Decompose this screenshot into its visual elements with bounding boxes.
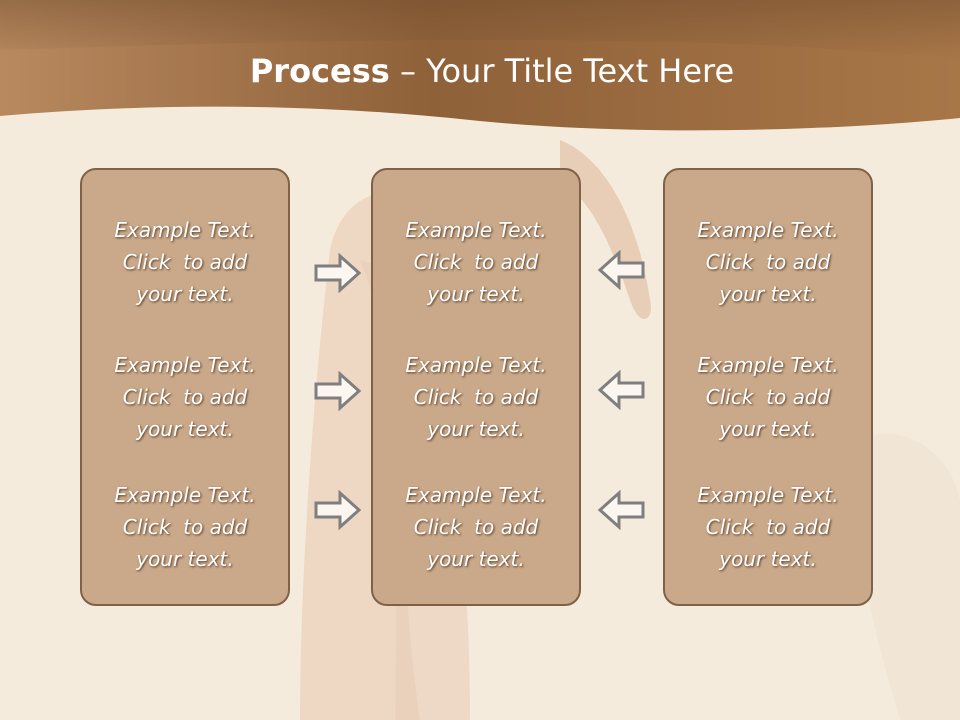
- right-arrow-icon[interactable]: [314, 253, 362, 293]
- process-box-right[interactable]: Example Text. Click to add your text. Ex…: [663, 168, 873, 606]
- slide-title[interactable]: Process – Your Title Text Here: [0, 52, 960, 90]
- process-box-left[interactable]: Example Text. Click to add your text. Ex…: [80, 168, 290, 606]
- text-placeholder[interactable]: Example Text. Click to add your text.: [697, 218, 839, 306]
- text-placeholder[interactable]: Example Text. Click to add your text.: [114, 353, 256, 441]
- right-arrow-icon[interactable]: [314, 490, 362, 530]
- text-placeholder[interactable]: Example Text. Click to add your text.: [405, 218, 547, 306]
- text-placeholder[interactable]: Example Text. Click to add your text.: [114, 483, 256, 571]
- text-placeholder[interactable]: Example Text. Click to add your text.: [114, 218, 256, 306]
- text-placeholder[interactable]: Example Text. Click to add your text.: [697, 483, 839, 571]
- right-arrow-icon[interactable]: [314, 371, 362, 411]
- process-box-center[interactable]: Example Text. Click to add your text. Ex…: [371, 168, 581, 606]
- title-rest: – Your Title Text Here: [389, 52, 735, 90]
- text-placeholder[interactable]: Example Text. Click to add your text.: [405, 483, 547, 571]
- text-placeholder[interactable]: Example Text. Click to add your text.: [405, 353, 547, 441]
- title-bold: Process: [249, 52, 390, 90]
- left-arrow-icon[interactable]: [597, 490, 645, 530]
- left-arrow-icon[interactable]: [597, 370, 645, 410]
- text-placeholder[interactable]: Example Text. Click to add your text.: [697, 353, 839, 441]
- left-arrow-icon[interactable]: [597, 250, 645, 290]
